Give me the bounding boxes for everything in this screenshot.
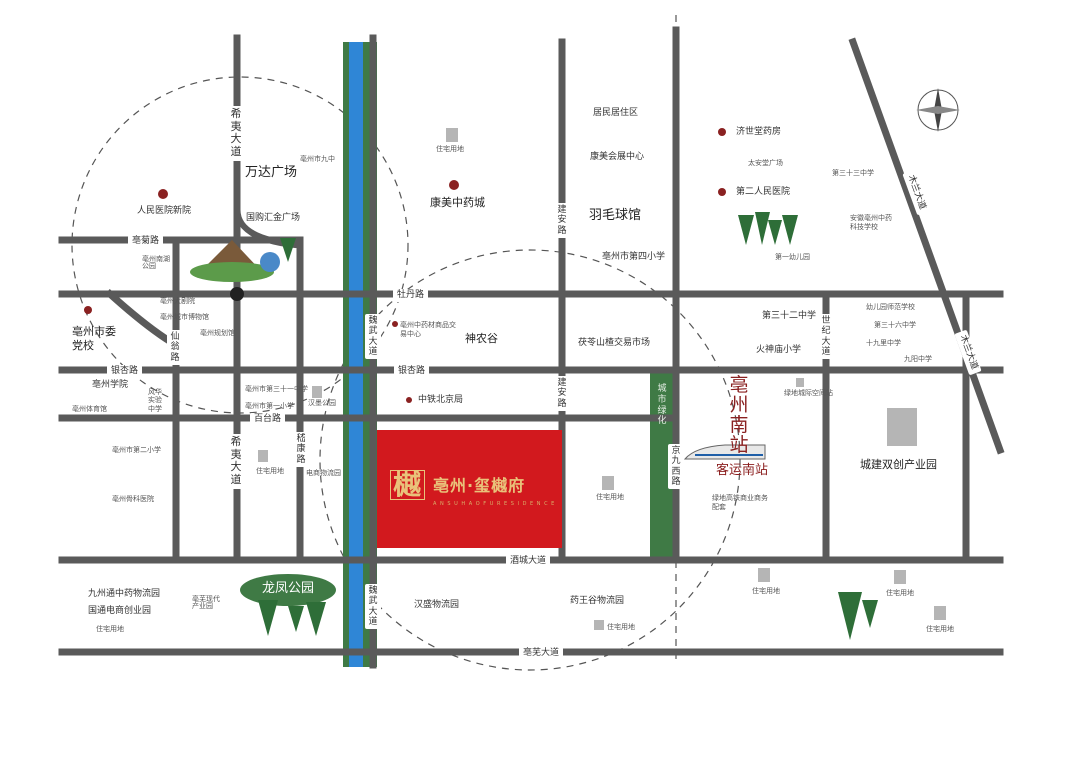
poi-markers bbox=[84, 128, 726, 403]
project-site bbox=[377, 430, 562, 548]
building-icons bbox=[258, 128, 946, 630]
city-green-strip bbox=[650, 372, 674, 560]
junction-marker bbox=[230, 287, 244, 301]
park-mountain-icon bbox=[190, 240, 280, 282]
radius-circle-center bbox=[319, 249, 741, 671]
road-network bbox=[58, 26, 1005, 669]
longfeng-park-blob bbox=[240, 574, 336, 606]
compass-icon bbox=[916, 88, 960, 132]
canal-water bbox=[349, 42, 363, 667]
train-icon bbox=[683, 444, 766, 460]
tree-icons bbox=[258, 212, 878, 640]
